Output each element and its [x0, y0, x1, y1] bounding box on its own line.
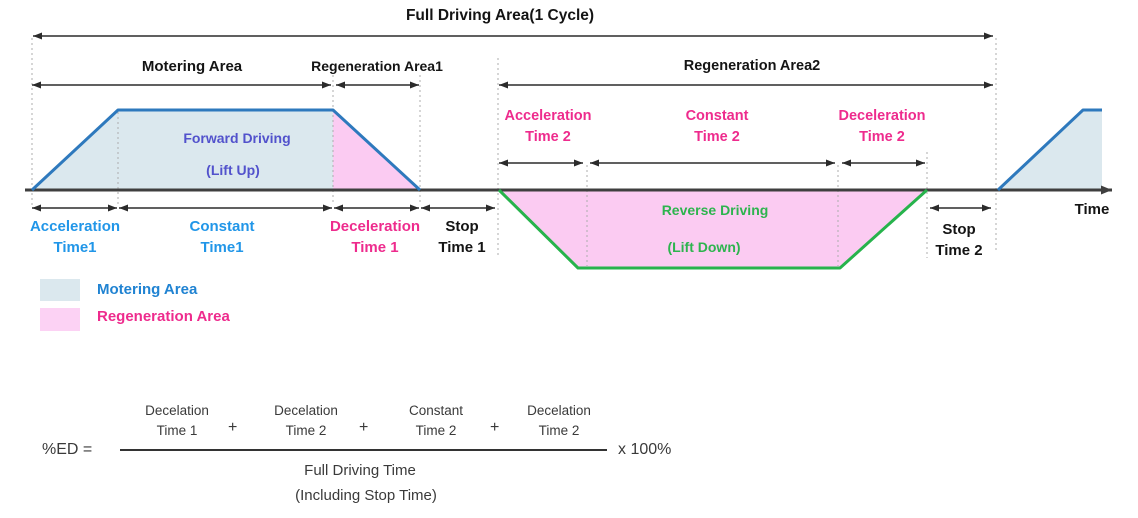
- formula-term-4-line2: Time 2: [538, 423, 580, 438]
- stop-time1-label: Stop Time 1: [438, 216, 485, 258]
- formula-multiplier: x 100%: [618, 441, 672, 458]
- formula-plus-1: +: [228, 419, 238, 436]
- constant-time2-label: Constant Time 2: [686, 106, 749, 148]
- formula-term-2: Decelation Time 2: [274, 401, 338, 441]
- motoring-area-fill: [32, 110, 333, 190]
- stop-time1-line2: Time 1: [438, 239, 486, 256]
- deceleration-time2-line1: Deceleration: [838, 108, 926, 124]
- constant-time1-line1: Constant: [189, 218, 255, 235]
- motering-area-label: Motering Area: [141, 58, 243, 75]
- formula-term-2-line1: Decelation: [274, 403, 338, 418]
- acceleration-time1-line1: Acceleration: [29, 218, 121, 235]
- stop-time2-label: Stop Time 2: [935, 219, 982, 261]
- reverse-driving-label: Reverse Driving: [661, 202, 769, 218]
- formula-term-4: Decelation Time 2: [527, 401, 591, 441]
- constant-time1-label: Constant Time1: [190, 216, 255, 258]
- formula-plus-2: +: [359, 419, 369, 436]
- dimension-arrows: [32, 32, 993, 212]
- deceleration-time1-line2: Time 1: [351, 239, 399, 256]
- formula-denominator-line2: (Including Stop Time): [295, 487, 437, 504]
- acceleration-time1-line2: Time1: [53, 239, 97, 256]
- next-cycle-ramp-outline: [996, 108, 1102, 192]
- lift-up-label: (Lift Up): [206, 162, 260, 178]
- diagram-title: Full Driving Area(1 Cycle): [405, 7, 595, 24]
- constant-time2-line1: Constant: [685, 108, 749, 124]
- formula-lhs: %ED =: [42, 441, 93, 458]
- formula-term-3: Constant Time 2: [409, 401, 463, 441]
- reverse-trapezoid-fill: [499, 190, 927, 268]
- acceleration-time1-label: Acceleration Time1: [30, 216, 120, 258]
- formula-term-1: Decelation Time 1: [145, 401, 209, 441]
- next-cycle-ramp-fill: [998, 110, 1102, 190]
- formula-term-1-line2: Time 1: [156, 423, 198, 438]
- formula-denominator-line1: Full Driving Time: [304, 462, 416, 479]
- formula-term-1-line1: Decelation: [145, 403, 209, 418]
- dotted-gridlines: [31, 38, 997, 266]
- formula-term-4-line1: Decelation: [527, 403, 591, 418]
- formula-term-3-line1: Constant: [408, 403, 464, 418]
- regeneration-area1-label: Regeneration Area1: [311, 58, 443, 74]
- formula-term-2-line2: Time 2: [285, 423, 327, 438]
- stop-time2-line1: Stop: [942, 221, 976, 238]
- acceleration-time2-label: Acceleration Time 2: [504, 106, 591, 148]
- legend-regeneration-label: Regeneration Area: [97, 308, 230, 325]
- formula-plus-3: +: [490, 419, 500, 436]
- constant-time2-line2: Time 2: [694, 129, 740, 145]
- forward-driving-label: Forward Driving: [183, 130, 291, 146]
- formula-term-3-line2: Time 2: [415, 423, 457, 438]
- acceleration-time2-line2: Time 2: [525, 129, 571, 145]
- legend-motering-swatch: [40, 279, 80, 301]
- stop-time1-line1: Stop: [445, 218, 479, 235]
- stop-time2-line2: Time 2: [935, 242, 983, 259]
- deceleration-time2-label: Deceleration Time 2: [838, 106, 925, 148]
- acceleration-time2-line1: Acceleration: [504, 108, 592, 124]
- legend-motering-label: Motering Area: [97, 281, 198, 298]
- legend-regeneration-swatch: [40, 308, 80, 331]
- time-axis-label: Time: [1074, 201, 1110, 218]
- regeneration-area2-label: Regeneration Area2: [683, 58, 821, 74]
- reverse-trapezoid-outline: [497, 188, 929, 270]
- forward-trapezoid-outline: [30, 108, 422, 192]
- deceleration-time1-label: Deceleration Time 1: [330, 216, 420, 258]
- constant-time1-line2: Time1: [200, 239, 244, 256]
- deceleration-time1-line1: Deceleration: [329, 218, 421, 235]
- lift-down-label: (Lift Down): [667, 239, 741, 255]
- deceleration-time2-line2: Time 2: [859, 129, 905, 145]
